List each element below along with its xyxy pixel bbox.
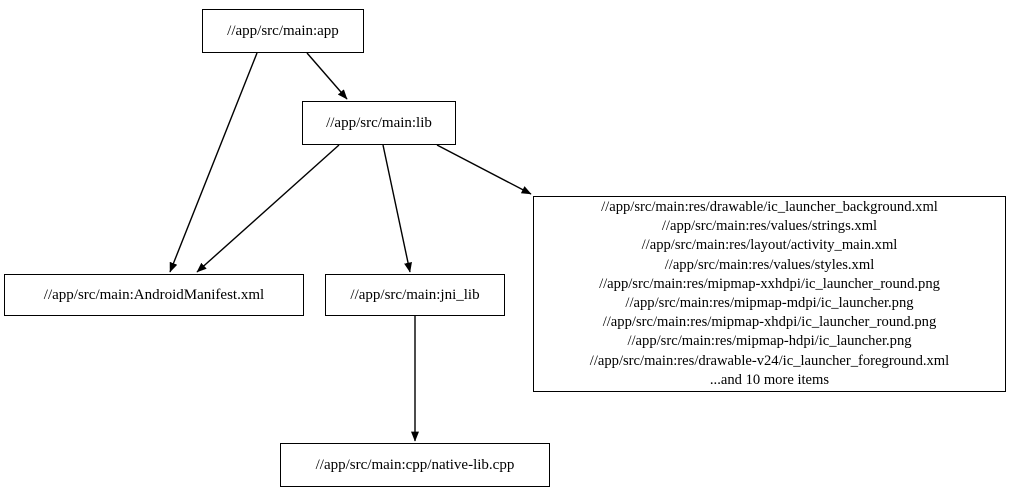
node-lib-label: //app/src/main:lib: [326, 114, 432, 131]
node-res-bundle-label: //app/src/main:res/drawable/ic_launcher_…: [589, 198, 950, 388]
node-jni-lib-label: //app/src/main:jni_lib: [350, 286, 480, 303]
node-native-lib-cpp-label: //app/src/main:cpp/native-lib.cpp: [315, 456, 515, 473]
node-app-label: //app/src/main:app: [227, 22, 339, 39]
node-android-manifest[interactable]: //app/src/main:AndroidManifest.xml: [4, 274, 304, 316]
node-android-manifest-label: //app/src/main:AndroidManifest.xml: [43, 286, 265, 303]
node-res-bundle[interactable]: //app/src/main:res/drawable/ic_launcher_…: [533, 196, 1006, 392]
edge-lib-to-res: [436, 144, 532, 195]
edge-app-to-manifest: [169, 52, 258, 273]
node-lib[interactable]: //app/src/main:lib: [302, 101, 456, 145]
edge-lib-to-manifest: [196, 144, 340, 273]
node-native-lib-cpp[interactable]: //app/src/main:cpp/native-lib.cpp: [280, 443, 550, 487]
edge-lib-to-jni-lib: [382, 144, 412, 273]
node-app[interactable]: //app/src/main:app: [202, 9, 364, 53]
edge-app-to-lib: [306, 52, 348, 100]
node-jni-lib[interactable]: //app/src/main:jni_lib: [325, 274, 505, 316]
